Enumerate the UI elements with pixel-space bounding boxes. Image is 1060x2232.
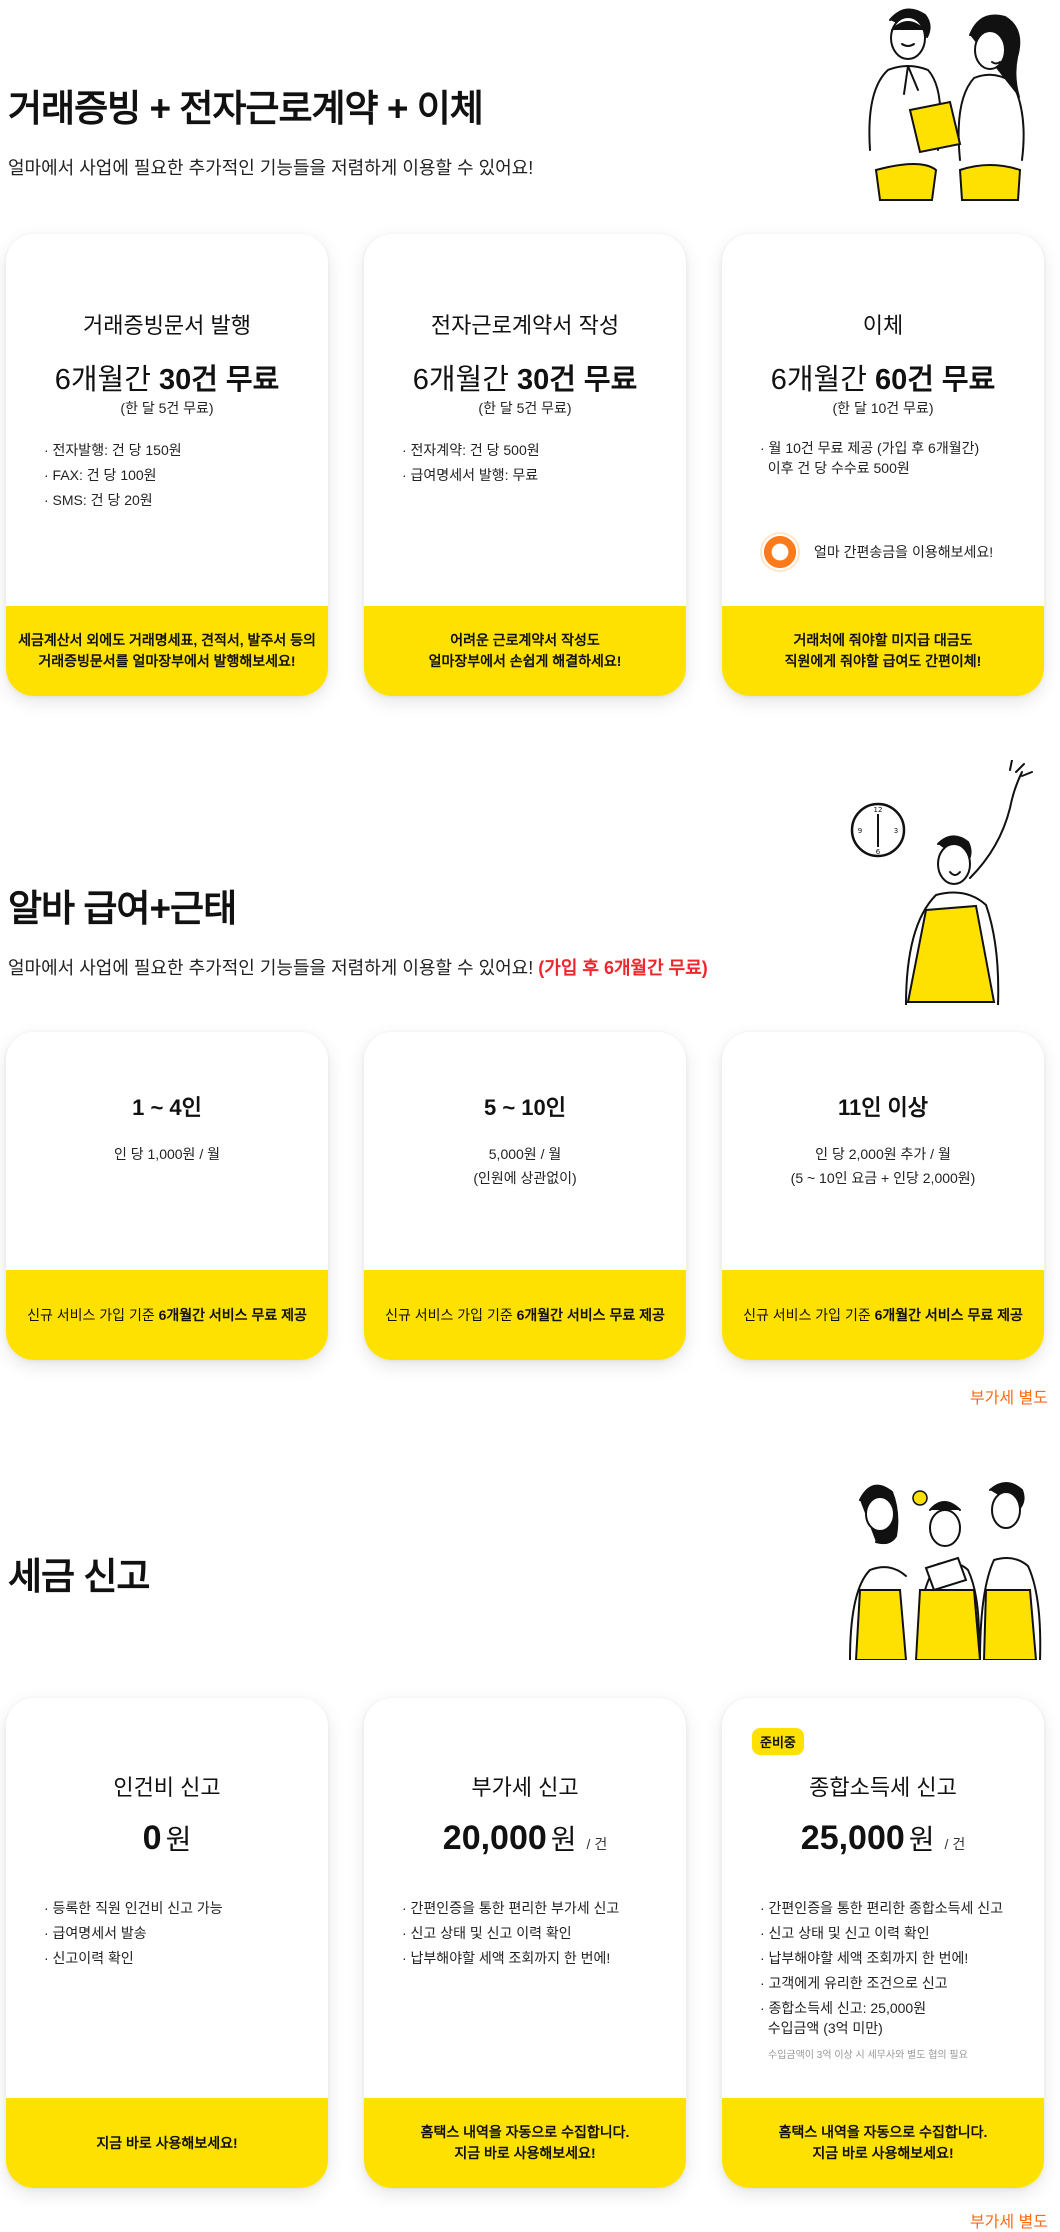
three-people-illustration: [849, 1482, 1042, 1660]
card-footer[interactable]: 홈택스 내역을 자동으로 수집합니다.지금 바로 사용해보세요!: [364, 2098, 686, 2188]
card-plan-5-10[interactable]: 5 ~ 10인 5,000원 / 월(인원에 상관없이) 신규 서비스 가입 기…: [364, 1032, 686, 1360]
card-footer[interactable]: 신규 서비스 가입 기준 6개월간 서비스 무료 제공: [722, 1270, 1044, 1360]
card-bullets: · 전자발행: 건 당 150원 · FAX: 건 당 100원 · SMS: …: [44, 438, 308, 513]
card-bullets: · 등록한 직원 인건비 신고 가능 · 급여명세서 발송 · 신고이력 확인: [44, 1896, 308, 1971]
card-footer[interactable]: 신규 서비스 가입 기준 6개월간 서비스 무료 제공: [6, 1270, 328, 1360]
section-title: 알바 급여+근태: [8, 888, 237, 929]
card-bullets: · 월 10건 무료 제공 (가입 후 6개월간) 이후 건 당 수수료 500…: [760, 438, 1024, 478]
card-bullets: · 간편인증을 통한 편리한 종합소득세 신고 · 신고 상태 및 신고 이력 …: [760, 1896, 1024, 2038]
card-title: 종합소득세 신고: [809, 1775, 957, 1800]
card-headline: 6개월간 60건 무료: [770, 364, 996, 396]
svg-text:3: 3: [894, 827, 898, 835]
card-bullets: · 간편인증을 통한 편리한 부가세 신고 · 신고 상태 및 신고 이력 확인…: [402, 1896, 666, 1971]
card-title: 11인 이상: [837, 1095, 929, 1120]
bullet-item: · 고객에게 유리한 조건으로 신고: [760, 1975, 948, 1991]
card-price-lines: 인 당 2,000원 추가 / 월(5 ~ 10인 요금 + 인당 2,000원…: [790, 1146, 976, 1186]
bullet-item: · 전자발행: 건 당 150원: [44, 442, 182, 458]
card-title: 5 ~ 10인: [483, 1095, 567, 1120]
card-plan-11-plus[interactable]: 11인 이상 인 당 2,000원 추가 / 월(5 ~ 10인 요금 + 인당…: [722, 1032, 1044, 1360]
bullet-item: · SMS: 건 당 20원: [44, 492, 153, 508]
bullet-item: · 납부해야할 세액 조회까지 한 번에!: [402, 1950, 611, 1966]
card-transfer[interactable]: 이체 6개월간 60건 무료 (한 달 10건 무료) · 월 10건 무료 제…: [722, 234, 1044, 696]
card-title: 전자근로계약서 작성: [430, 313, 620, 338]
promo-simple-transfer[interactable]: 얼마 간편송금을 이용해보세요!: [762, 534, 993, 570]
bullet-item: · 신고이력 확인: [44, 1950, 134, 1966]
bullet-item: 이후 건 당 수수료 500원: [760, 460, 910, 476]
card-footnote: 수입금액이 3억 이상 시 세무사와 별도 협의 필요: [768, 2050, 968, 2061]
bullet-item: · 전자계약: 건 당 500원: [402, 442, 540, 458]
bullet-item: · 신고 상태 및 신고 이력 확인: [402, 1925, 572, 1941]
bullet-item: 수입금액 (3억 미만): [760, 2020, 883, 2036]
card-title: 인건비 신고: [113, 1775, 221, 1800]
card-title: 1 ~ 4인: [132, 1095, 202, 1120]
card-note: (한 달 10건 무료): [832, 400, 934, 416]
bullet-item: · 급여명세서 발행: 무료: [402, 467, 539, 483]
card-note: (한 달 5건 무료): [120, 400, 214, 416]
card-bullets: · 전자계약: 건 당 500원 · 급여명세서 발행: 무료: [402, 438, 666, 488]
card-headline: 6개월간 30건 무료: [412, 364, 638, 396]
section-title: 거래증빙 + 전자근로계약 + 이체: [8, 88, 484, 129]
bullet-item: · 간편인증을 통한 편리한 종합소득세 신고: [760, 1900, 1004, 1916]
card-labor-contract[interactable]: 전자근로계약서 작성 6개월간 30건 무료 (한 달 5건 무료) · 전자계…: [364, 234, 686, 696]
svg-text:6: 6: [876, 848, 881, 856]
svg-text:12: 12: [874, 806, 883, 814]
card-price-lines: 인 당 1,000원 / 월: [113, 1146, 220, 1162]
bullet-item: · 종합소득세 신고: 25,000원: [760, 2000, 927, 2016]
bullet-item: · FAX: 건 당 100원: [44, 467, 157, 483]
bullet-item: · 급여명세서 발송: [44, 1925, 147, 1941]
transfer-logo-icon: [762, 534, 798, 570]
card-note: (한 달 5건 무료): [478, 400, 572, 416]
status-badge: 준비중: [752, 1728, 804, 1755]
card-trade-documents[interactable]: 거래증빙문서 발행 6개월간 30건 무료 (한 달 5건 무료) · 전자발행…: [6, 234, 328, 696]
vat-note: 부가세 별도: [969, 1390, 1048, 1407]
bullet-item: · 월 10건 무료 제공 (가입 후 6개월간): [760, 440, 980, 456]
card-plan-1-4[interactable]: 1 ~ 4인 인 당 1,000원 / 월 신규 서비스 가입 기준 6개월간 …: [6, 1032, 328, 1360]
card-title: 부가세 신고: [471, 1775, 579, 1800]
bullet-item: · 간편인증을 통한 편리한 부가세 신고: [402, 1900, 620, 1916]
card-title: 거래증빙문서 발행: [82, 313, 252, 338]
bullet-item: · 등록한 직원 인건비 신고 가능: [44, 1900, 223, 1916]
card-title: 이체: [862, 313, 904, 338]
couple-illustration: [868, 8, 1025, 201]
bullet-item: · 신고 상태 및 신고 이력 확인: [760, 1925, 930, 1941]
waving-worker-illustration: 12 3 6 9: [850, 760, 1033, 1005]
section-subtitle: 얼마에서 사업에 필요한 추가적인 기능들을 저렴하게 이용할 수 있어요!: [8, 158, 534, 178]
exclamation-icon: [912, 1490, 928, 1506]
vat-note: 부가세 별도: [969, 2214, 1048, 2231]
card-footer[interactable]: 신규 서비스 가입 기준 6개월간 서비스 무료 제공: [364, 1270, 686, 1360]
card-price-lines: 5,000원 / 월(인원에 상관없이): [473, 1146, 577, 1186]
card-footer[interactable]: 홈택스 내역을 자동으로 수집합니다.지금 바로 사용해보세요!: [722, 2098, 1044, 2188]
section-subtitle: 얼마에서 사업에 필요한 추가적인 기능들을 저렴하게 이용할 수 있어요! (…: [8, 958, 708, 978]
card-footer[interactable]: 지금 바로 사용해보세요!: [6, 2098, 328, 2188]
card-headline: 6개월간 30건 무료: [54, 364, 280, 396]
svg-text:9: 9: [858, 827, 862, 835]
bullet-item: · 납부해야할 세액 조회까지 한 번에!: [760, 1950, 969, 1966]
section-title: 세금 신고: [8, 1556, 150, 1597]
